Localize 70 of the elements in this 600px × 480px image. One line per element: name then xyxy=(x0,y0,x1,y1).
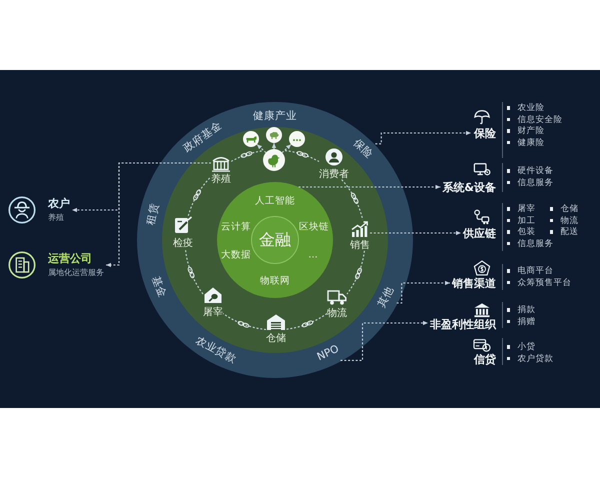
dashed-line xyxy=(341,179,364,220)
tech-label: 区块链 xyxy=(299,222,329,232)
list-item: 信息服务 xyxy=(518,238,554,248)
list-item: 捐款 xyxy=(518,305,536,315)
dashed-line xyxy=(284,150,320,162)
animal-icon xyxy=(266,127,282,143)
list-item: 众筹预售平台 xyxy=(518,278,572,288)
list-item: 屠宰 xyxy=(518,204,536,214)
list-item: 电商平台 xyxy=(518,266,554,276)
arrow xyxy=(298,184,440,190)
list-item: 仓储 xyxy=(560,204,578,214)
list-item: 农业险 xyxy=(518,103,544,113)
stage-label: 屠宰 xyxy=(203,306,223,318)
category-heading: 非盈利性组织 xyxy=(430,318,496,331)
dashed-line xyxy=(184,248,204,294)
arrow xyxy=(370,230,461,236)
list-item: 健康险 xyxy=(518,138,544,148)
dashed-line xyxy=(188,176,212,216)
ring-label: 农业贷款 xyxy=(194,334,239,366)
stage-label: 消费者 xyxy=(319,168,349,180)
chicken-icon xyxy=(263,149,285,171)
list-item: 包装 xyxy=(518,227,536,237)
ring-label: 租赁 xyxy=(144,202,161,226)
list-item: 加工 xyxy=(518,216,536,226)
center-circle: 金融 xyxy=(251,216,299,264)
list-item: 农户贷款 xyxy=(518,354,554,364)
list-item: 小贷 xyxy=(518,342,536,352)
stage-label: 仓储 xyxy=(266,332,286,344)
tech-label: 云计算 xyxy=(221,222,251,232)
list-item: 信息安全险 xyxy=(518,114,562,124)
heading: 农户 xyxy=(48,197,70,210)
heading: 运营公司 xyxy=(48,252,92,265)
tech-label: 人工智能 xyxy=(255,196,295,206)
stage-label: 养殖 xyxy=(211,174,231,184)
category-heading: 销售渠道 xyxy=(452,276,496,290)
list-item: 捐赠 xyxy=(518,316,536,326)
list-item: 财产险 xyxy=(518,126,544,136)
category-heading: 保险 xyxy=(474,126,496,140)
category-heading: 信贷 xyxy=(474,353,496,366)
dashed-line xyxy=(286,313,328,330)
category-heading: 供应链 xyxy=(463,226,496,240)
animal-icon xyxy=(243,131,259,147)
list-item: 信息服务 xyxy=(518,178,554,188)
dashed-line xyxy=(346,250,365,294)
list-item: 硬件设备 xyxy=(518,166,554,176)
stage-label: 检疫 xyxy=(173,238,193,248)
tech-label: … xyxy=(308,250,318,260)
arrow xyxy=(282,144,292,153)
subtitle: 养殖 xyxy=(48,213,64,223)
stage-label: 物流 xyxy=(327,308,347,318)
tech-label: 物联网 xyxy=(260,276,290,286)
subtitle: 属地化运营服务 xyxy=(48,268,104,278)
arrow xyxy=(256,144,266,153)
ring-label: NPO xyxy=(315,343,340,364)
ring-label: 政府基金 xyxy=(181,119,224,154)
list-item: 配送 xyxy=(560,227,578,237)
arrow xyxy=(396,280,450,304)
stage-label: 销售 xyxy=(350,240,370,250)
ring-label: 健康产业 xyxy=(253,110,297,122)
dashed-line xyxy=(230,150,263,162)
ring-label: 基金 xyxy=(149,274,169,300)
ring-label: 其他 xyxy=(376,284,397,310)
category-heading: 系统&设备 xyxy=(442,180,496,194)
arrow xyxy=(340,320,428,361)
dashed-line xyxy=(222,313,266,330)
arrow xyxy=(375,130,471,144)
tech-label: 大数据 xyxy=(221,250,251,260)
list-item: 物流 xyxy=(560,216,578,226)
arrow xyxy=(272,143,276,149)
ring-label: 保险 xyxy=(351,136,376,161)
